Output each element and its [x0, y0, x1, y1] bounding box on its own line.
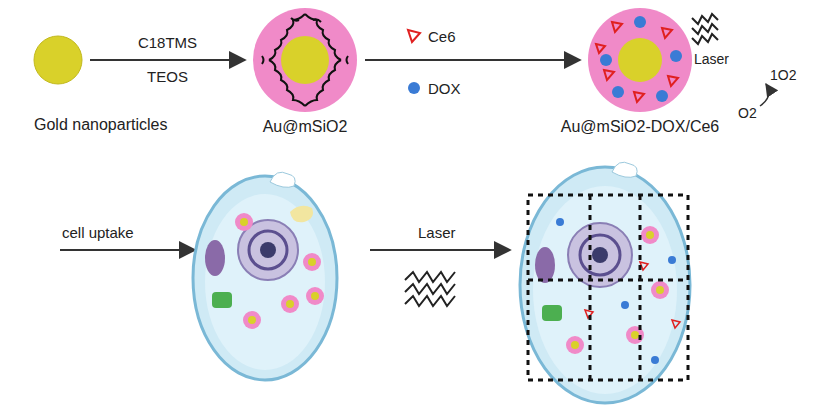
- annotation-label: 1O2: [770, 66, 796, 84]
- annotation-label: Ce6: [428, 28, 456, 46]
- process-arrow: [90, 59, 245, 61]
- annotation-label: DOX: [428, 80, 461, 98]
- particle-label: Gold nanoparticles: [34, 116, 167, 134]
- au-msio2-particle: [253, 8, 357, 112]
- particle-label: Au@mSiO2: [263, 118, 348, 136]
- reagent-label: C18TMS: [138, 34, 197, 52]
- particle-label: Au@mSiO2-DOX/Ce6: [561, 118, 720, 136]
- laser-waves: [405, 272, 455, 306]
- loaded-particle: [588, 8, 692, 112]
- annotation-label: TEOS: [147, 68, 188, 86]
- annotation-label: Laser: [694, 50, 729, 68]
- annotation-label: Laser: [418, 224, 456, 242]
- particle-node: Au@mSiO2: [253, 8, 357, 112]
- laser-waves-small: [692, 14, 718, 44]
- cell: [193, 172, 337, 380]
- annotation-label: cell uptake: [62, 224, 134, 242]
- oxygen-arrow: [760, 84, 769, 106]
- treated-cell: [520, 162, 690, 403]
- dox-icon: [408, 82, 420, 94]
- annotation-label: O2: [738, 104, 757, 122]
- particle-node: Gold nanoparticles: [34, 36, 82, 84]
- gold-nanoparticle: [34, 36, 82, 84]
- laser-arrow: [370, 249, 510, 251]
- particle-node: Au@mSiO2-DOX/Ce6: [588, 8, 692, 112]
- uptake-arrow: [60, 249, 195, 251]
- process-arrow: [365, 59, 580, 61]
- ce6-icon: [408, 30, 420, 42]
